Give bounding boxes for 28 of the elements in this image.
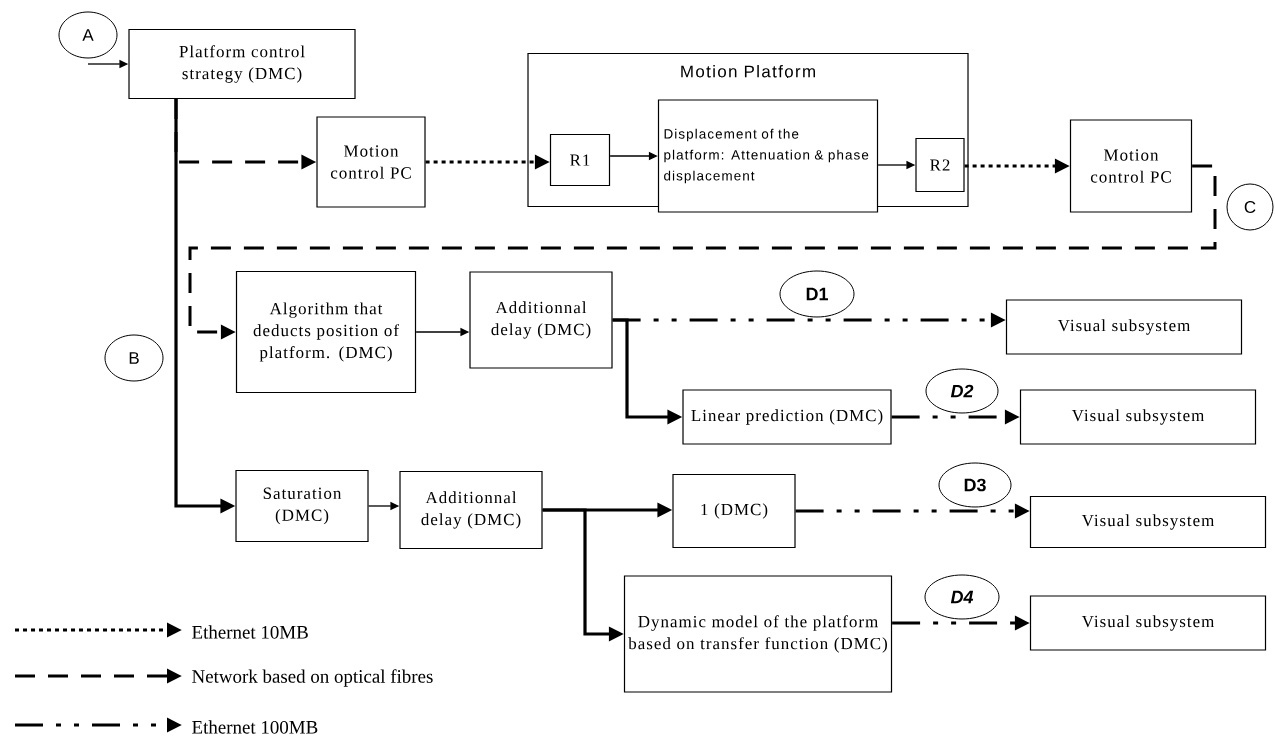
letter-oval: D2 xyxy=(925,368,999,414)
process-box: R2 xyxy=(915,137,965,193)
process-box: Visual subsystem xyxy=(1019,389,1257,445)
process-box: Visual subsystem xyxy=(1005,299,1243,355)
letter-oval: D1 xyxy=(779,270,855,318)
legend-text: Network based on optical fibres xyxy=(192,669,433,687)
process-box: Platform control strategy (DMC) xyxy=(128,28,356,100)
group-heading: Motion Platform xyxy=(681,65,815,78)
process-box: Algorithm that deducts position of platform. (DMC) xyxy=(235,270,417,394)
process-box: Visual subsystem xyxy=(1029,495,1267,549)
letter-oval: A xyxy=(58,11,118,59)
process-box: Dynamic model of the platform based on transfer function (DMC) xyxy=(623,575,893,693)
process-box: Visual subsystem xyxy=(1029,595,1267,651)
process-box: 1 (DMC) xyxy=(672,473,796,549)
process-box: R1 xyxy=(549,133,611,187)
process-box: Additionnal delay (DMC) xyxy=(469,271,613,369)
process-box: Saturation (DMC) xyxy=(235,469,369,543)
letter-oval: B xyxy=(104,334,164,382)
letter-oval: D3 xyxy=(938,462,1012,508)
legend-text: Ethernet 10MB xyxy=(192,625,308,639)
process-box: Displacement of the platform: Attenuation & phase displacement xyxy=(657,99,879,213)
process-box: Additionnal delay (DMC) xyxy=(399,470,543,550)
legend-text: Ethernet 100MB xyxy=(192,720,318,734)
process-box: Motion control PC xyxy=(316,116,426,208)
letter-oval: D4 xyxy=(924,574,1000,620)
process-box: Motion control PC xyxy=(1069,119,1193,213)
process-box: Linear prediction (DMC) xyxy=(682,389,892,445)
letter-oval: C xyxy=(1226,183,1274,231)
